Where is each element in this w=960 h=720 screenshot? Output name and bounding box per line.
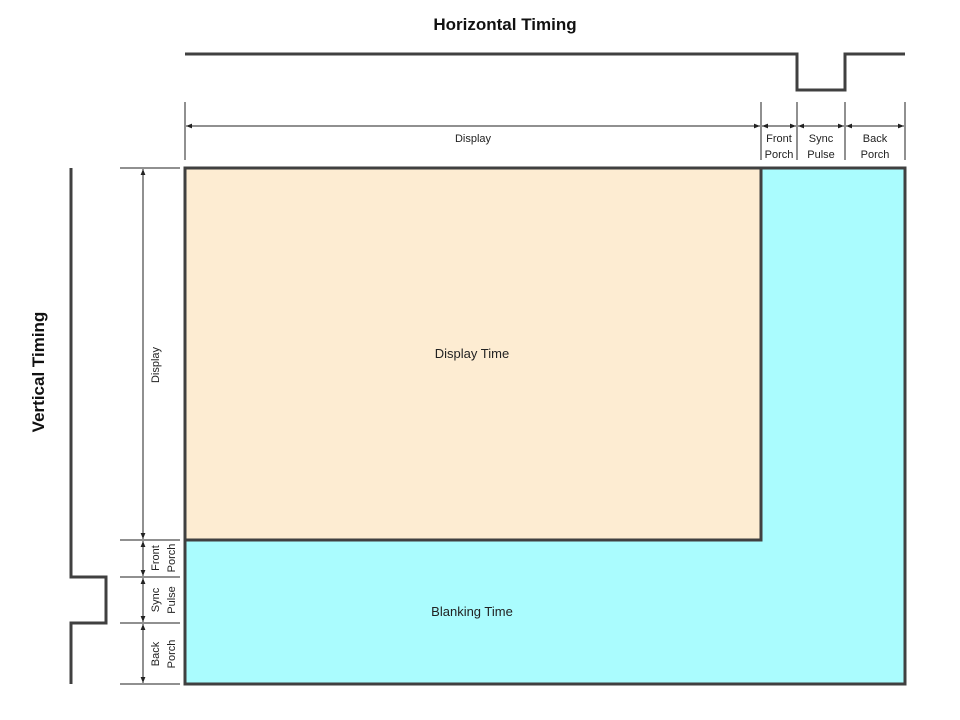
horizontal-timing-title: Horizontal Timing [433, 15, 576, 34]
v-back-label-1: Back [150, 641, 162, 666]
blanking-time-label: Blanking Time [431, 604, 513, 619]
display-region [183, 166, 763, 542]
h-back-label-1: Back [863, 133, 888, 145]
v-sync-label-2: Pulse [166, 586, 178, 614]
h-sync-label-2: Pulse [807, 149, 835, 161]
v-back-label-2: Porch [166, 640, 178, 669]
v-front-label-2: Porch [166, 544, 178, 573]
display-time-label: Display Time [435, 346, 509, 361]
h-sync-label-1: Sync [809, 133, 834, 145]
horizontal-sync-signal [185, 52, 905, 92]
vertical-sync-signal [69, 168, 108, 684]
h-front-label-2: Porch [765, 149, 794, 161]
h-front-label-1: Front [766, 133, 792, 145]
h-display-label: Display [455, 133, 492, 145]
v-front-label-1: Front [150, 545, 162, 571]
vertical-timing-title: Vertical Timing [29, 312, 48, 433]
horizontal-ticks [184, 102, 906, 160]
v-sync-label-1: Sync [150, 587, 162, 612]
h-back-label-2: Porch [861, 149, 890, 161]
vertical-ticks [120, 167, 180, 685]
v-display-label: Display [150, 346, 162, 383]
